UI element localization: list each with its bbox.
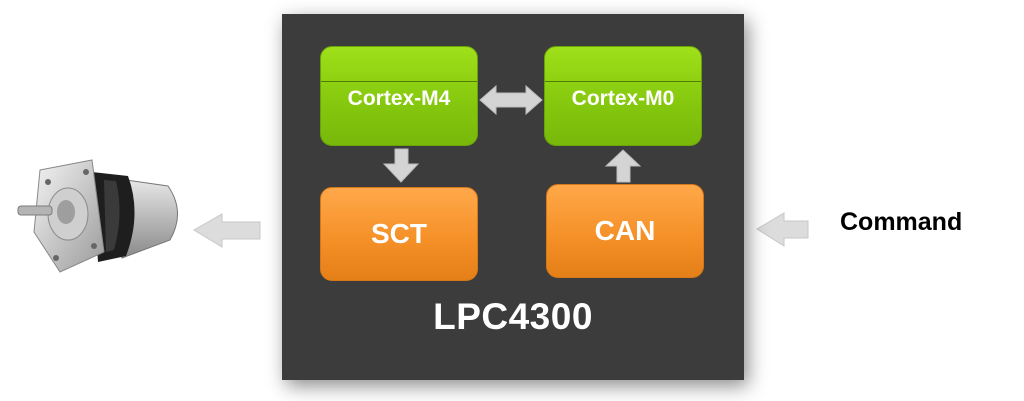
block-divider — [545, 81, 701, 82]
lpc4300-chip: Cortex-M4 Cortex-M0 SCT CAN LPC4300 — [282, 14, 744, 380]
cortex-m4-label: Cortex-M4 — [347, 87, 451, 110]
chip-label: LPC4300 — [433, 296, 593, 337]
motor-icon — [17, 159, 178, 273]
cortex-m4-block: Cortex-M4 — [320, 46, 478, 146]
sct-label: SCT — [371, 218, 427, 249]
sct-block: SCT — [320, 187, 478, 281]
can-to-m0-arrow — [604, 149, 642, 183]
output-arrow — [193, 213, 261, 248]
m4-to-sct-arrow — [382, 148, 420, 183]
internal-arrows — [382, 84, 642, 183]
input-arrow — [756, 212, 809, 247]
can-block: CAN — [546, 184, 704, 278]
core-link-arrow — [479, 84, 543, 116]
cortex-m0-label: Cortex-M0 — [571, 87, 675, 110]
can-label: CAN — [594, 215, 656, 246]
command-label: Command — [840, 208, 963, 236]
cortex-m0-block: Cortex-M0 — [544, 46, 702, 146]
block-divider — [321, 81, 477, 82]
